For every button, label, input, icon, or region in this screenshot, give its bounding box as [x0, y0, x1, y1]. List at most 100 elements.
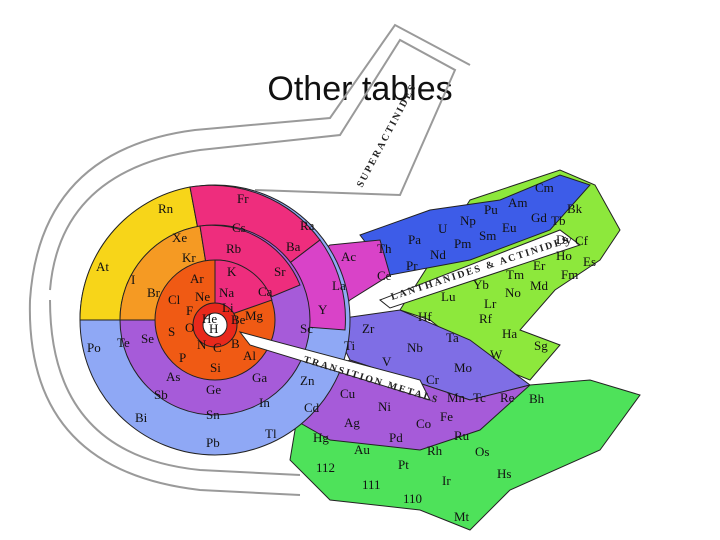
- element-label: K: [227, 264, 237, 279]
- element-label: Sr: [274, 264, 286, 279]
- element-label: Ti: [344, 338, 355, 353]
- element-label: I: [131, 272, 135, 287]
- element-label: Cr: [426, 372, 440, 387]
- element-label: O: [185, 320, 194, 335]
- element-label: Po: [87, 340, 101, 355]
- element-label: 112: [316, 460, 335, 475]
- element-label: Th: [377, 241, 392, 256]
- element-label: Ce: [377, 268, 392, 283]
- element-label: Mg: [245, 308, 264, 323]
- element-label: Zn: [300, 373, 315, 388]
- element-label: Kr: [182, 250, 196, 265]
- element-label: H: [209, 321, 218, 336]
- element-label: Ac: [341, 249, 356, 264]
- element-label: Br: [147, 285, 161, 300]
- element-label: Cd: [304, 400, 320, 415]
- element-label: W: [490, 347, 503, 362]
- region-blue-top: [359, 174, 591, 276]
- element-label: Bh: [529, 391, 545, 406]
- element-label: Gd: [531, 210, 547, 225]
- element-label: Y: [318, 302, 328, 317]
- element-label: Tc: [473, 390, 486, 405]
- element-label: Zr: [362, 321, 375, 336]
- element-label: U: [438, 221, 448, 236]
- element-label: Rh: [427, 443, 443, 458]
- element-label: Ha: [502, 326, 517, 341]
- element-label: Nb: [407, 340, 423, 355]
- element-label: Tb: [551, 213, 565, 228]
- element-label: Si: [210, 360, 221, 375]
- element-label: Hs: [497, 466, 511, 481]
- element-label: Pt: [398, 457, 409, 472]
- element-label: Mo: [454, 360, 472, 375]
- element-label: Bi: [135, 410, 148, 425]
- element-label: Fr: [237, 191, 249, 206]
- element-label: Pb: [206, 435, 220, 450]
- element-label: Ba: [286, 239, 301, 254]
- element-label: Cs: [232, 220, 246, 235]
- element-label: 110: [403, 491, 422, 506]
- element-label: Tm: [506, 267, 524, 282]
- element-label: Mt: [454, 509, 470, 524]
- element-label: B: [231, 336, 240, 351]
- element-label: Ga: [252, 370, 267, 385]
- element-label: Be: [231, 312, 246, 327]
- element-label: Se: [141, 331, 154, 346]
- element-label: Li: [222, 300, 234, 315]
- element-label: Cf: [575, 233, 589, 248]
- element-label: Ir: [442, 473, 451, 488]
- element-label: Ni: [378, 399, 391, 414]
- element-label: Tl: [265, 426, 277, 441]
- element-label: Sn: [206, 407, 220, 422]
- element-label: Os: [475, 444, 489, 459]
- element-label: As: [166, 369, 180, 384]
- element-label: Te: [117, 335, 130, 350]
- element-label: Pd: [389, 430, 403, 445]
- element-labels: Fr Rn Cs Ra Xe Rb Ba Kr K Sr At I Ar Na …: [87, 180, 596, 524]
- element-label: Xe: [172, 230, 187, 245]
- region-lime-top: [399, 169, 621, 381]
- element-label: Sb: [154, 387, 168, 402]
- element-label: Ca: [258, 284, 273, 299]
- element-label: V: [382, 354, 392, 369]
- spiral-ring-inner-pink: [214, 259, 273, 321]
- element-label: Ar: [190, 271, 204, 286]
- element-label: Rb: [226, 241, 241, 256]
- element-label: Re: [500, 390, 515, 405]
- element-label: Lu: [441, 289, 456, 304]
- spiral-opening: [238, 331, 431, 401]
- element-label: Sc: [300, 321, 313, 336]
- element-label: Er: [533, 258, 546, 273]
- element-label: P: [179, 350, 186, 365]
- element-label: Np: [460, 213, 476, 228]
- element-label: Yb: [473, 277, 489, 292]
- element-label: Fm: [561, 267, 578, 282]
- element-label: In: [259, 395, 270, 410]
- element-label: C: [213, 340, 222, 355]
- element-label: Na: [219, 285, 234, 300]
- element-label: Nd: [430, 247, 446, 262]
- element-label: Bk: [567, 201, 583, 216]
- element-label: Sg: [534, 338, 548, 353]
- element-label: Hg: [313, 430, 329, 445]
- element-label: S: [168, 324, 175, 339]
- element-label: Ag: [344, 415, 360, 430]
- element-label: Dy: [556, 232, 572, 247]
- element-label: Pr: [406, 258, 418, 273]
- element-label: Hf: [418, 309, 432, 324]
- element-label: Ru: [454, 428, 470, 443]
- element-label: Ne: [195, 289, 210, 304]
- element-label: Rn: [158, 201, 174, 216]
- element-label: Cm: [535, 180, 554, 195]
- element-label: Rf: [479, 311, 493, 326]
- element-label: Ge: [206, 382, 221, 397]
- element-label: Pa: [408, 232, 421, 247]
- spiral-center: [202, 312, 228, 338]
- element-label: Ho: [556, 248, 572, 263]
- element-label: He: [202, 311, 217, 326]
- superactinides-band: [28, 23, 471, 496]
- element-label: Sm: [479, 228, 496, 243]
- lanthanides-opening: [379, 229, 582, 309]
- element-label: F: [186, 303, 193, 318]
